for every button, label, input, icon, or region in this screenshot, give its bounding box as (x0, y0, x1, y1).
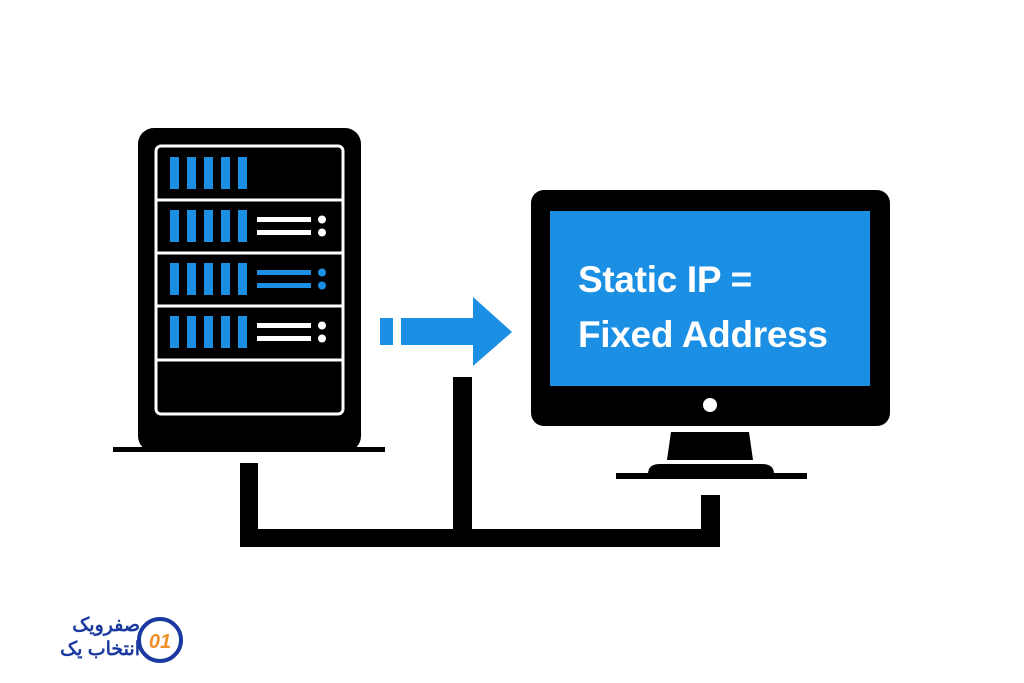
logo-line-1: صفرویک (72, 615, 140, 636)
network-cables (240, 377, 720, 547)
vent-line (257, 283, 311, 288)
logo-text: صفرویک انتخاب یک (60, 614, 140, 662)
logo-mark-text: 01 (149, 631, 171, 653)
vent-line (257, 230, 311, 235)
vent-line (257, 270, 311, 275)
status-led (318, 321, 326, 330)
drive-bay-light (170, 157, 179, 189)
monitor-screen-text: Static IP = Fixed Address (578, 252, 828, 362)
drive-bay-light (204, 157, 213, 189)
drive-bay-light (204, 210, 213, 242)
drive-bay-light (187, 157, 196, 189)
server-rack-icon (113, 128, 385, 452)
drive-bay-light (187, 210, 196, 242)
drive-bay-light (204, 263, 213, 295)
status-led (318, 281, 326, 290)
drive-bay-light (221, 263, 230, 295)
monitor-icon (531, 190, 890, 479)
screen-line-2: Fixed Address (578, 314, 828, 355)
drive-bay-light (187, 263, 196, 295)
drive-bay-light (170, 316, 179, 348)
drive-bay-light (238, 210, 247, 242)
drive-bay-light (221, 157, 230, 189)
arrow-right-icon (380, 297, 512, 366)
drive-bay-light (170, 210, 179, 242)
status-led (318, 268, 326, 277)
drive-bay-light (170, 263, 179, 295)
drive-bay-light (221, 316, 230, 348)
status-led (318, 334, 326, 343)
screen-line-1: Static IP = (578, 259, 752, 300)
drive-bay-light (221, 210, 230, 242)
drive-bay-light (238, 316, 247, 348)
drive-bay-light (204, 316, 213, 348)
logo-line-2: انتخاب یک (60, 639, 140, 660)
brand-logo: صفرویک انتخاب یک (28, 614, 188, 670)
drive-bay-light (238, 263, 247, 295)
power-button-icon (703, 398, 717, 412)
drive-bay-light (187, 316, 196, 348)
vent-line (257, 336, 311, 341)
status-led (318, 228, 326, 237)
vent-line (257, 323, 311, 328)
logo-mark-icon: 01 (137, 617, 183, 663)
drive-bay-light (238, 157, 247, 189)
status-led (318, 215, 326, 224)
vent-line (257, 217, 311, 222)
